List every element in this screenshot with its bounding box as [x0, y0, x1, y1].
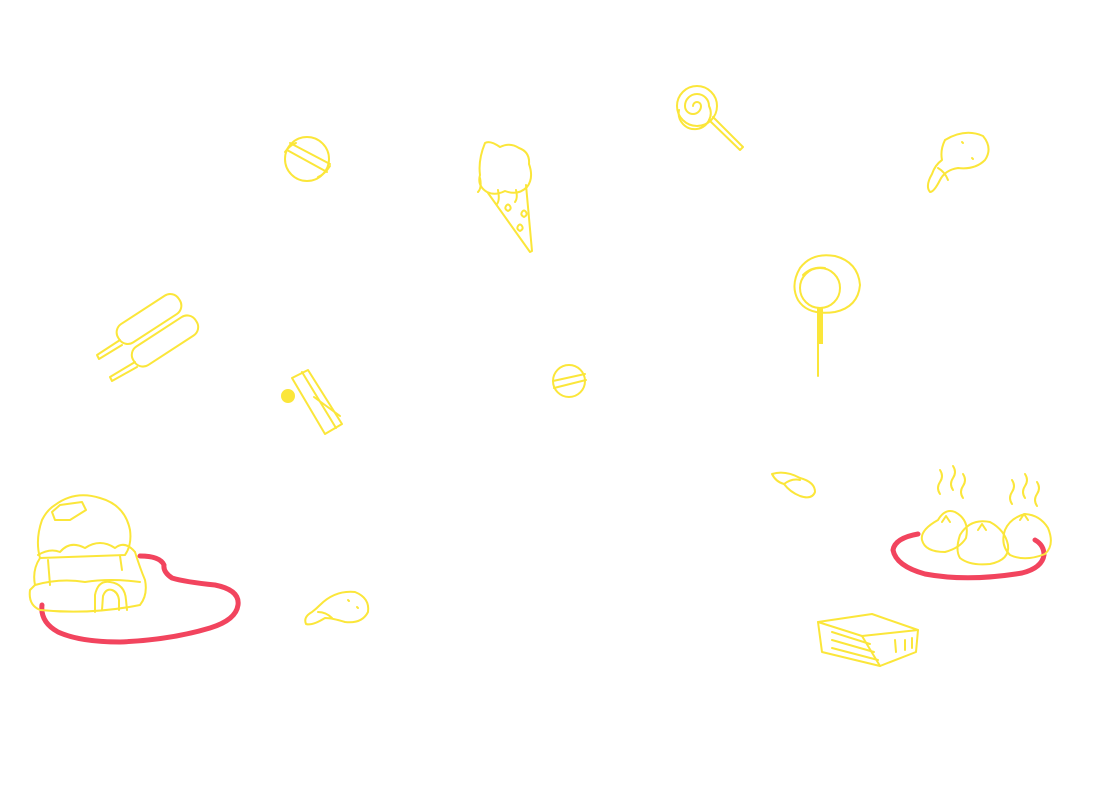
macaron-icon	[552, 364, 587, 398]
potato-chip-icon	[304, 590, 370, 626]
potato-chip-icon	[771, 471, 816, 499]
candy-apple-icon	[793, 254, 861, 377]
lip-balm-icon	[281, 369, 343, 435]
layer-cake-slice-icon	[817, 613, 919, 667]
potato-chip-icon	[926, 131, 990, 193]
igloo-cake-icon	[28, 494, 241, 645]
ice-cream-cone-icon	[477, 141, 533, 253]
popsicle-pair-icon	[96, 293, 200, 382]
steamed-buns-icon	[890, 465, 1052, 581]
lollipop-icon	[676, 85, 744, 151]
macaron-icon	[284, 136, 331, 182]
